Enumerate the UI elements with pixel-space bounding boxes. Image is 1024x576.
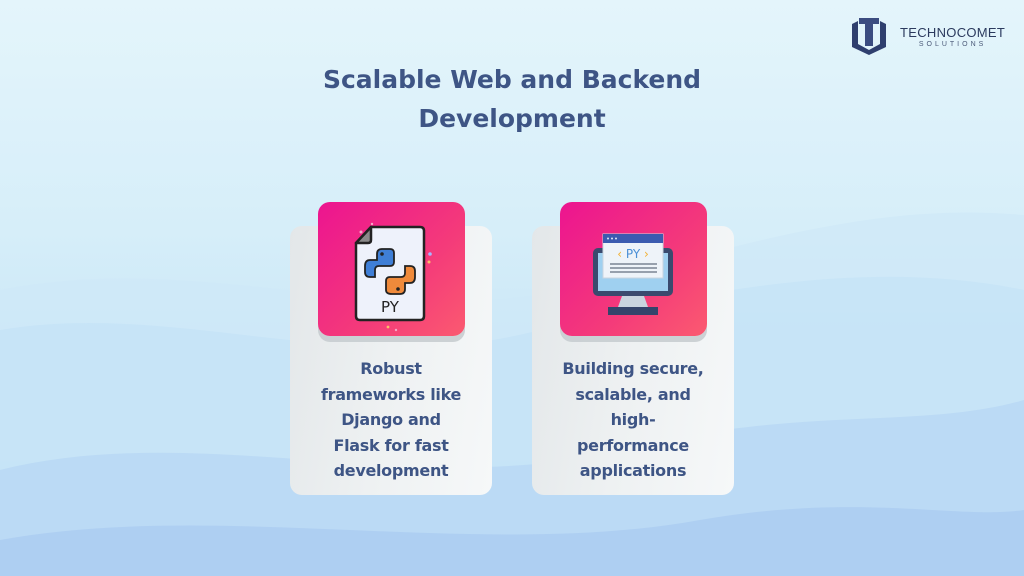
desc-line: high- <box>610 410 656 429</box>
desc-line: frameworks like <box>320 384 462 404</box>
desc-line: applications <box>579 461 687 480</box>
feature-description-applications: Building secure, scalable, and high- per… <box>532 356 734 484</box>
py-code-label: ‹ PY › <box>617 247 649 261</box>
hexagon-t-logo-icon <box>852 18 886 55</box>
title-line-1: Scalable Web and Backend <box>322 65 702 94</box>
desc-line: scalable, and <box>575 384 691 404</box>
desc-line: Django and <box>341 410 441 429</box>
desc-line: Flask for fast <box>333 435 449 455</box>
python-file-icon: PY <box>354 222 432 332</box>
brand-logo: TECHNOCOMET SOLUTIONS <box>848 16 1005 56</box>
brand-tagline: SOLUTIONS <box>918 40 987 48</box>
py-label: PY <box>381 298 400 316</box>
page-title: Scalable Web and Backend Development <box>262 60 762 138</box>
desc-line: performance <box>577 435 689 455</box>
title-line-2: Development <box>418 104 606 133</box>
brand-name: TECHNOCOMET <box>900 24 1006 40</box>
desc-line: Building secure, <box>562 359 704 378</box>
python-monitor-icon: ‹ PY › <box>593 233 673 315</box>
feature-description-frameworks: Robust frameworks like Django and Flask … <box>290 356 492 484</box>
icon-tile-applications: ‹ PY › <box>560 202 707 336</box>
desc-line: development <box>333 461 449 480</box>
icon-tile-frameworks: PY <box>318 202 465 336</box>
desc-line: Robust <box>360 359 422 378</box>
